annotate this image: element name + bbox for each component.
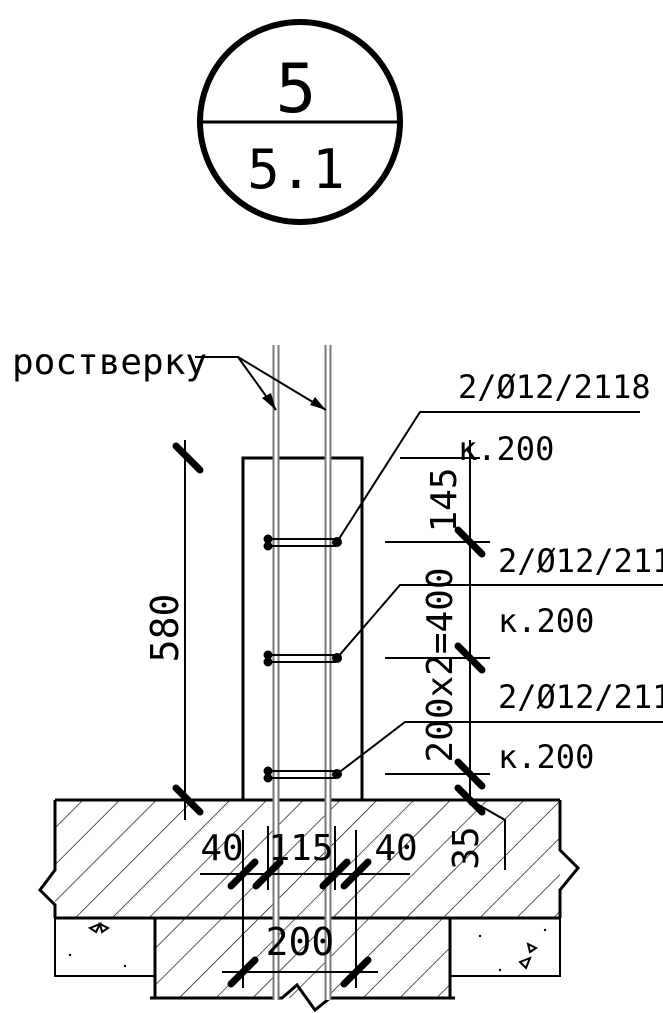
rostverk-label: ростверку bbox=[12, 342, 207, 383]
leaders bbox=[336, 411, 663, 775]
grillage-outline bbox=[241, 456, 364, 802]
dim-35: 35 bbox=[446, 826, 487, 869]
footing-hatch bbox=[155, 918, 450, 998]
rebar-label-3: 2/Ø12/2118 bbox=[498, 678, 663, 716]
dim-145: 145 bbox=[424, 467, 465, 532]
rebar-label-1: 2/Ø12/2118 bbox=[458, 368, 651, 406]
dimension-base: 200 bbox=[222, 920, 378, 988]
dim-115: 115 bbox=[268, 828, 333, 869]
foundation bbox=[38, 798, 581, 1013]
dim-200: 200 bbox=[266, 920, 335, 964]
rebar-step-3: к.200 bbox=[498, 738, 594, 776]
dimension-height: 580 bbox=[143, 440, 220, 820]
rebar-label-2: 2/Ø12/2118 bbox=[498, 542, 663, 580]
dim-40-right: 40 bbox=[374, 828, 417, 869]
dim-40-left: 40 bbox=[200, 828, 243, 869]
rebar-labels: 2/Ø12/2118 к.200 2/Ø12/2118 к.200 2/Ø12/… bbox=[458, 368, 663, 776]
section-sheet: 5.1 bbox=[247, 138, 345, 201]
dim-580: 580 bbox=[143, 594, 187, 663]
stirrup-1 bbox=[263, 534, 342, 551]
section-marker: 5 5.1 bbox=[197, 19, 403, 225]
section-number: 5 bbox=[276, 50, 317, 129]
stirrups bbox=[263, 534, 342, 783]
vertical-rebars bbox=[272, 345, 332, 1000]
rebar-step-2: к.200 bbox=[498, 602, 594, 640]
dimension-chain-right: 145 200x2=400 35 bbox=[385, 440, 506, 870]
dimension-chain-bottom: 40 115 40 bbox=[200, 826, 418, 988]
rebar-step-1: к.200 bbox=[458, 430, 554, 468]
rostverk-callout: ростверку bbox=[12, 342, 327, 411]
slab-hatch bbox=[55, 800, 560, 918]
dim-spacing: 200x2=400 bbox=[420, 567, 461, 762]
